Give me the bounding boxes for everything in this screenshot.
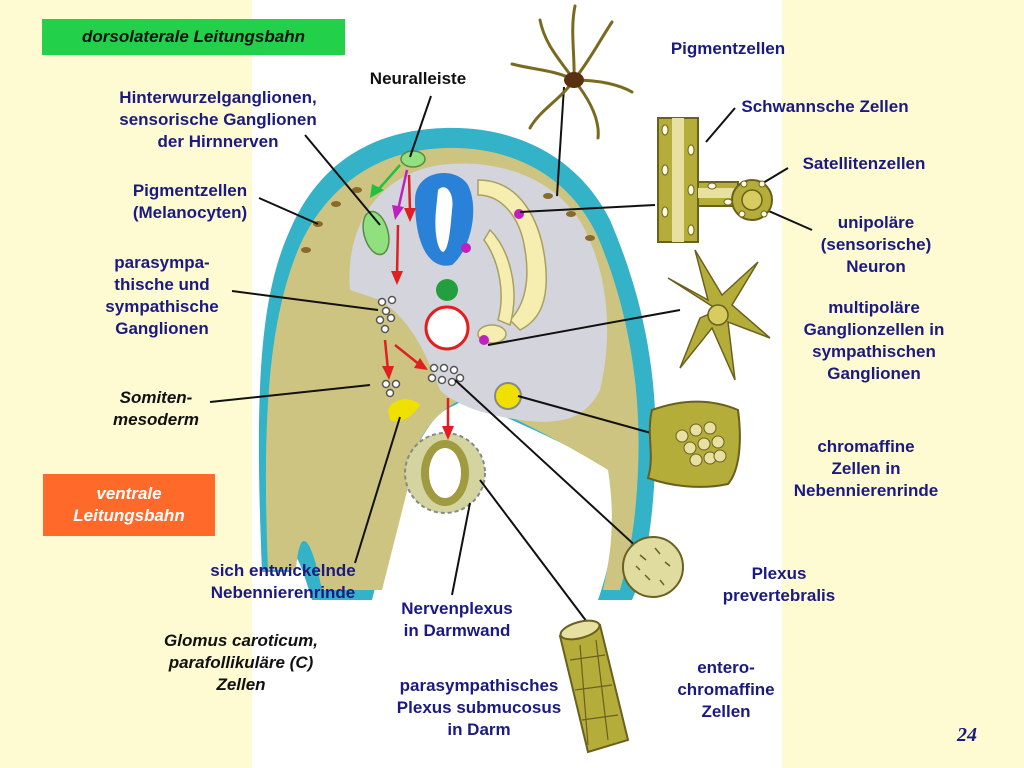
adrenal-medulla [494,382,522,410]
enterochromaffin-cell-tube [558,619,630,754]
migration-arrows [370,164,454,440]
notochord [436,279,458,301]
spinal-nerve [477,179,547,331]
label-plexus-prevertebralis: Plexus prevertebralis [722,564,836,605]
label-unipolar: unipoläre (sensorische) Neuron [820,213,932,276]
label-schwann: Schwannsche Zellen [741,97,909,116]
inner-mesenchyme [349,163,608,422]
label-nebennierenrinde-entw: sich entwickelnde Nebennierenrinde [210,561,356,602]
label-pigment-melanocyten: Pigmentzellen (Melanocyten) [132,181,248,222]
adrenal-cortex [388,399,420,422]
right-side-panel [782,0,1024,768]
label-neuralleiste: Neuralleiste [369,69,467,88]
label-nervenplexus: Nervenplexus in Darmwand [401,599,513,640]
label-multipolar: multipoläre Ganglionzellen in sympathisc… [803,298,945,383]
aorta [424,305,470,351]
label-hinterwurzel: Hinterwurzelganglionen, sensorische Gang… [119,88,317,151]
dorsal-pathway-box: dorsolaterale Leitungsbahn [42,19,345,55]
nerve-markers [461,209,524,345]
label-enterochromaffin: entero- chromaffine Zellen [677,658,775,721]
label-pigmentzellen: Pigmentzellen [670,39,786,58]
left-side-panel [0,0,252,768]
neural-crest-cell [400,150,426,168]
plexus-prevertebralis-cell [622,536,684,598]
label-chromaffin: chromaffine Zellen in Nebennierenrinde [793,437,939,500]
ventral-line-1: ventrale [96,484,162,503]
ventral-line-2: Leitungsbahn [73,506,185,525]
pigment-cell-illustration [510,4,634,140]
label-parasympathisch-sympathisch: parasympa- thische und sympathische Gang… [105,253,219,338]
page-number: 24 [957,724,977,746]
sympathetic-ganglion-cells [375,295,465,398]
schwann-cells-illustration [657,117,773,243]
leader-lines [209,86,813,623]
label-satelliten: Satellitenzellen [802,154,926,173]
label-plexus-submucosus: parasympathisches Plexus submucosus in D… [396,676,562,739]
ventral-pathway-box: ventrale Leitungsbahn [43,474,215,536]
dorsal-root-ganglion [362,210,390,256]
label-somiten: Somiten- mesoderm [113,388,199,429]
label-glomus: Glomus caroticum, parafollikuläre (C) Ze… [164,631,318,694]
